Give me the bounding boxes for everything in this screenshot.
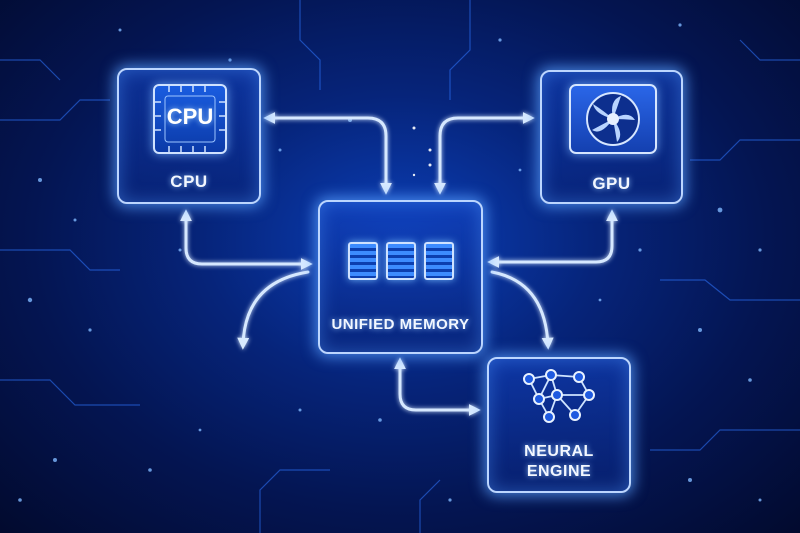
- memory-module-icon: [386, 242, 416, 280]
- gpu-fan-icon: [569, 84, 657, 154]
- cpu-label: CPU: [170, 172, 208, 191]
- neural-engine-label-line2: ENGINE: [526, 463, 592, 480]
- unified-memory-node: UNIFIED MEMORY: [318, 200, 483, 354]
- arrow-memory-curve-down: [237, 270, 310, 350]
- gpu-node: GPU: [540, 70, 683, 204]
- fan-icon: [586, 92, 640, 146]
- cpu-chip-label: CPU: [166, 104, 214, 129]
- unified-memory-label: UNIFIED MEMORY: [331, 316, 470, 333]
- cpu-chip-icon: CPU: [153, 84, 227, 154]
- cpu-node: CPU CPU: [117, 68, 261, 204]
- arrow-memory-neural-left: [394, 357, 481, 416]
- neural-network-icon: [523, 369, 595, 423]
- neural-engine-label-line1: NEURAL: [524, 443, 594, 460]
- arrow-gpu-memory-top: [434, 112, 535, 195]
- arrow-gpu-memory-right: [487, 209, 618, 268]
- arrow-memory-neural-top: [490, 270, 554, 350]
- memory-module-icon: [424, 242, 454, 280]
- gpu-label: GPU: [592, 174, 631, 193]
- chip-pins-icon: [155, 86, 225, 152]
- arrow-cpu-memory-left: [180, 209, 313, 270]
- neural-engine-node: NEURAL ENGINE: [487, 357, 631, 493]
- memory-module-icon: [348, 242, 378, 280]
- arrow-cpu-memory-top: [263, 112, 392, 195]
